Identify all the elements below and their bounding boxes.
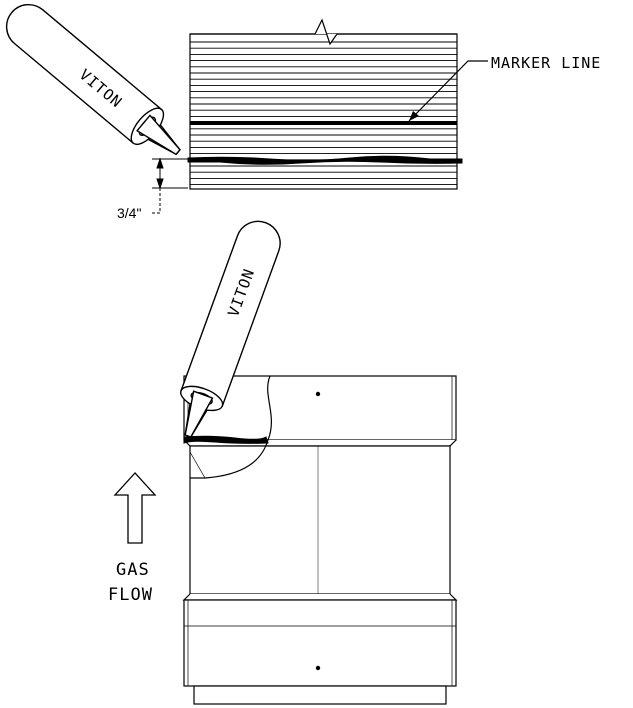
marker-line-label: MARKER LINE [491, 54, 601, 72]
dimension-label: 3/4" [117, 205, 141, 221]
sealant-bead-top [187, 155, 463, 165]
break-line-icon [190, 18, 457, 46]
gas-label: GAS [116, 560, 150, 580]
pipe-spigot [193, 685, 447, 705]
sealant-bead-bottom [183, 435, 269, 444]
marker-line-callout: MARKER LINE [408, 54, 601, 122]
corrugated-liner [187, 18, 463, 190]
sealant-tube-icon: VITON [180, 220, 281, 438]
lower-collar [183, 599, 457, 687]
flow-label: FLOW [108, 585, 153, 605]
dimension-3-4 [152, 157, 188, 214]
pipe-assembly [182, 375, 458, 705]
sealant-tube-icon: VITON [5, 3, 181, 156]
up-arrow-outline-icon [113, 472, 157, 544]
pipe-body [189, 445, 451, 595]
cutaway-curve [190, 375, 272, 479]
